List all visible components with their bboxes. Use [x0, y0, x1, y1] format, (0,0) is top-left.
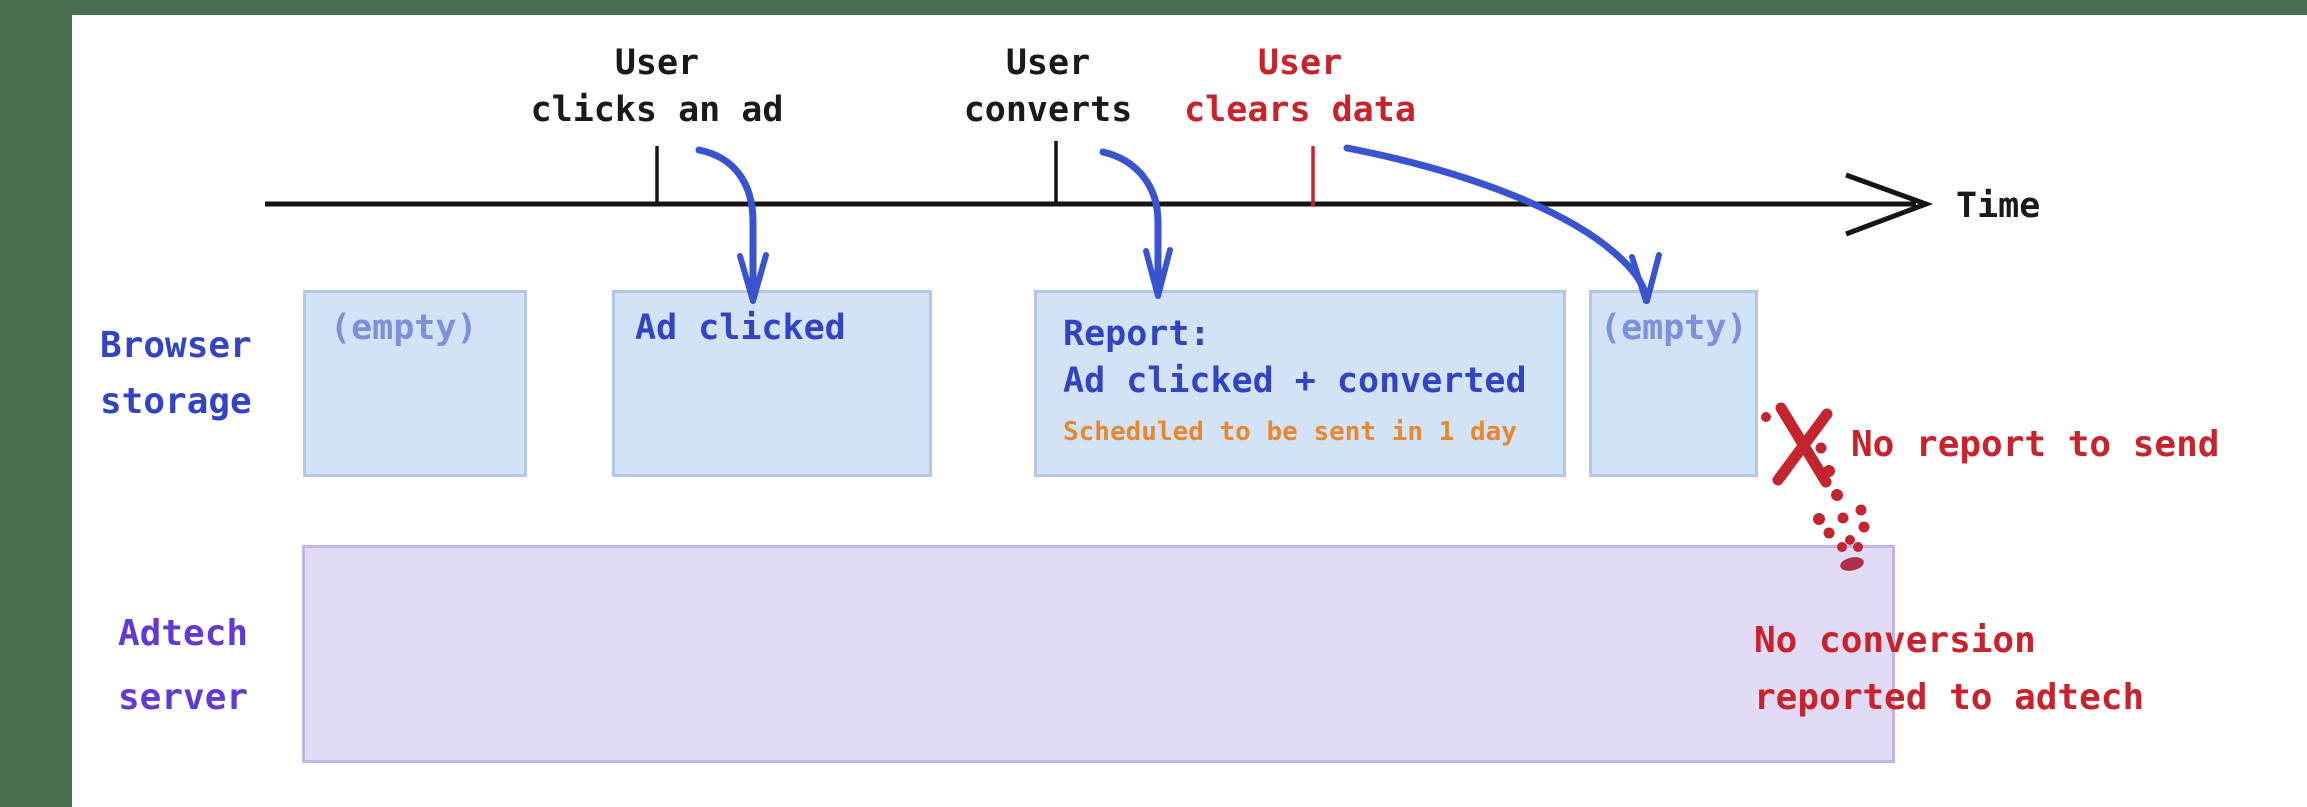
annotation-no-conversion-line2: reported to adtech [1754, 677, 2145, 718]
frame-top-strip [0, 0, 2307, 15]
storage-box-ad-clicked-label: Ad clicked [635, 308, 846, 348]
storage-box-empty-2: (empty) [1589, 290, 1758, 477]
x-mark-icon [1772, 402, 1833, 488]
event-label-clicks-ad: User clicks an ad [531, 40, 784, 134]
curved-arrow-2 [1099, 148, 1162, 293]
browser-storage-label: Browser storage [100, 318, 252, 430]
storage-box-empty-1-label: (empty) [330, 308, 478, 348]
browser-storage-label-line1: Browser [100, 325, 252, 366]
event-label-clears-data-line1: User [1257, 43, 1343, 83]
adtech-server-label: Adtech server [118, 602, 248, 730]
event-label-clears-data-line2: clears data [1184, 90, 1416, 130]
storage-box-ad-clicked: Ad clicked [612, 290, 932, 477]
timeline-arrowhead-icon [1845, 172, 1934, 237]
curved-arrow-1 [695, 146, 757, 298]
event-label-clicks-ad-line1: User [614, 43, 700, 83]
adtech-server-label-line2: server [118, 677, 249, 718]
time-axis-label: Time [1956, 186, 2041, 226]
adtech-server-box [302, 545, 1895, 763]
frame-left-strip [0, 0, 72, 807]
annotation-no-report: No report to send [1851, 424, 2220, 465]
timeline-axis [265, 141, 1934, 237]
storage-box-empty-1: (empty) [303, 290, 527, 477]
storage-box-empty-2-label: (empty) [1600, 308, 1748, 348]
report-schedule-note: Scheduled to be sent in 1 day [1063, 417, 1517, 447]
annotation-no-conversion: No conversion reported to adtech [1754, 612, 2144, 726]
report-title: Report: [1063, 314, 1211, 354]
storage-box-report: Report: Ad clicked + converted Scheduled… [1034, 290, 1566, 477]
event-label-clears-data: User clears data [1184, 40, 1416, 134]
browser-storage-label-line2: storage [100, 381, 252, 422]
adtech-server-label-line1: Adtech [118, 613, 249, 654]
event-label-clicks-ad-line2: clicks an ad [530, 90, 784, 130]
event-label-converts-line2: converts [963, 90, 1133, 130]
curved-arrows [695, 144, 1662, 304]
event-label-converts: User converts [964, 40, 1133, 134]
annotation-no-conversion-line1: No conversion [1754, 620, 2036, 661]
event-label-converts-line1: User [1005, 43, 1091, 83]
report-content: Ad clicked + converted [1063, 361, 1527, 401]
curved-arrow-3 [1343, 144, 1650, 300]
